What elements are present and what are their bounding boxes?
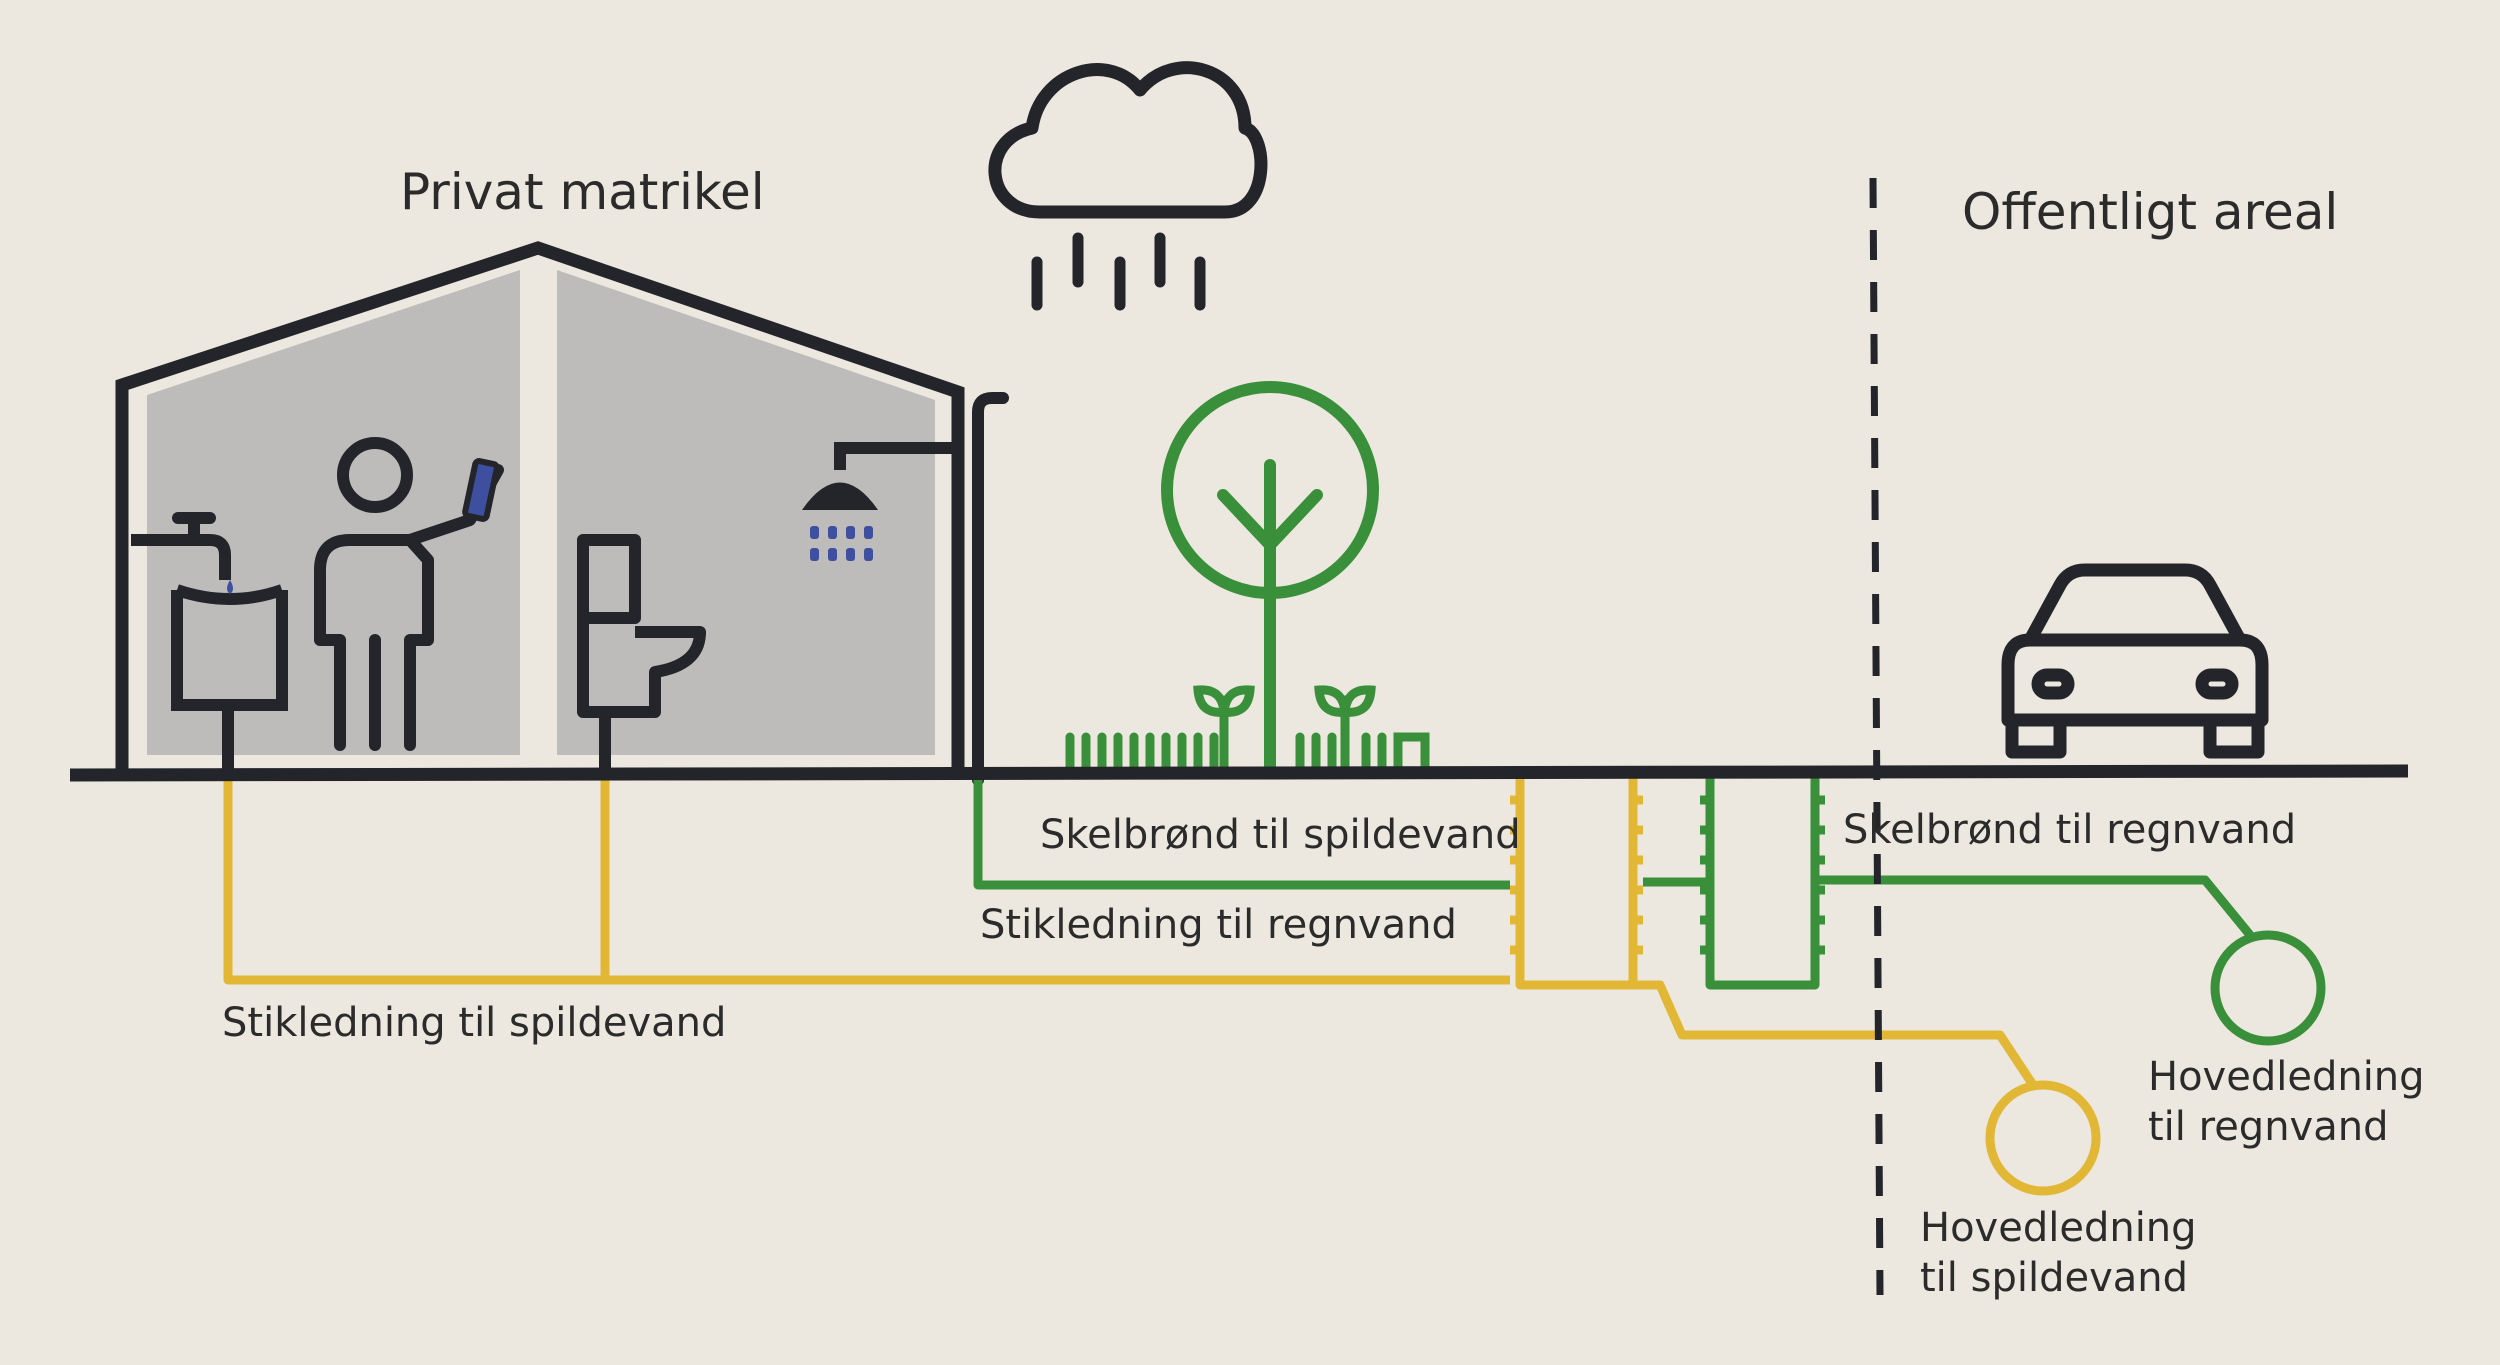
downpipe-icon [972, 392, 1009, 786]
wastewater-pipes [223, 775, 2101, 1196]
rainwater-pipes [973, 778, 2326, 1046]
toilet-icon [577, 534, 706, 775]
property-boundary [1869, 177, 1884, 1296]
private-zone-label: Privat matrikel [400, 163, 765, 221]
tree-icon [1161, 381, 1379, 776]
ground-line [69, 764, 2409, 782]
rainwater-main-label-line2: til regnvand [2148, 1104, 2389, 1150]
phone-icon [462, 458, 500, 522]
rainwater-well-ribs [1700, 795, 1825, 955]
person-icon [314, 437, 504, 751]
house-icon [115, 241, 965, 775]
shower-icon [802, 442, 953, 561]
wastewater-main-label-line1: Hovedledning [1920, 1205, 2197, 1251]
public-zone-label: Offentligt areal [1962, 183, 2339, 241]
wastewater-main-label-line2: til spildevand [1920, 1255, 2189, 1301]
rainwater-main-label-line1: Hovedledning [2148, 1054, 2425, 1100]
wastewater-well-label: Skelbrønd til spildevand [1040, 812, 1521, 858]
grass-icon [1065, 685, 1430, 775]
water-drop [227, 580, 233, 594]
house-interior [557, 270, 935, 755]
wastewater-well-ribs [1510, 795, 1643, 955]
wastewater-branch-label: Stikledning til spildevand [222, 1000, 727, 1046]
cloud-icon [988, 61, 1268, 219]
rainwater-branch-label: Stikledning til regnvand [980, 902, 1457, 948]
sink-icon [131, 512, 288, 775]
car-icon [2001, 563, 2269, 759]
rainwater-well-label: Skelbrønd til regnvand [1843, 807, 2297, 853]
rain-icon [1031, 232, 1206, 311]
